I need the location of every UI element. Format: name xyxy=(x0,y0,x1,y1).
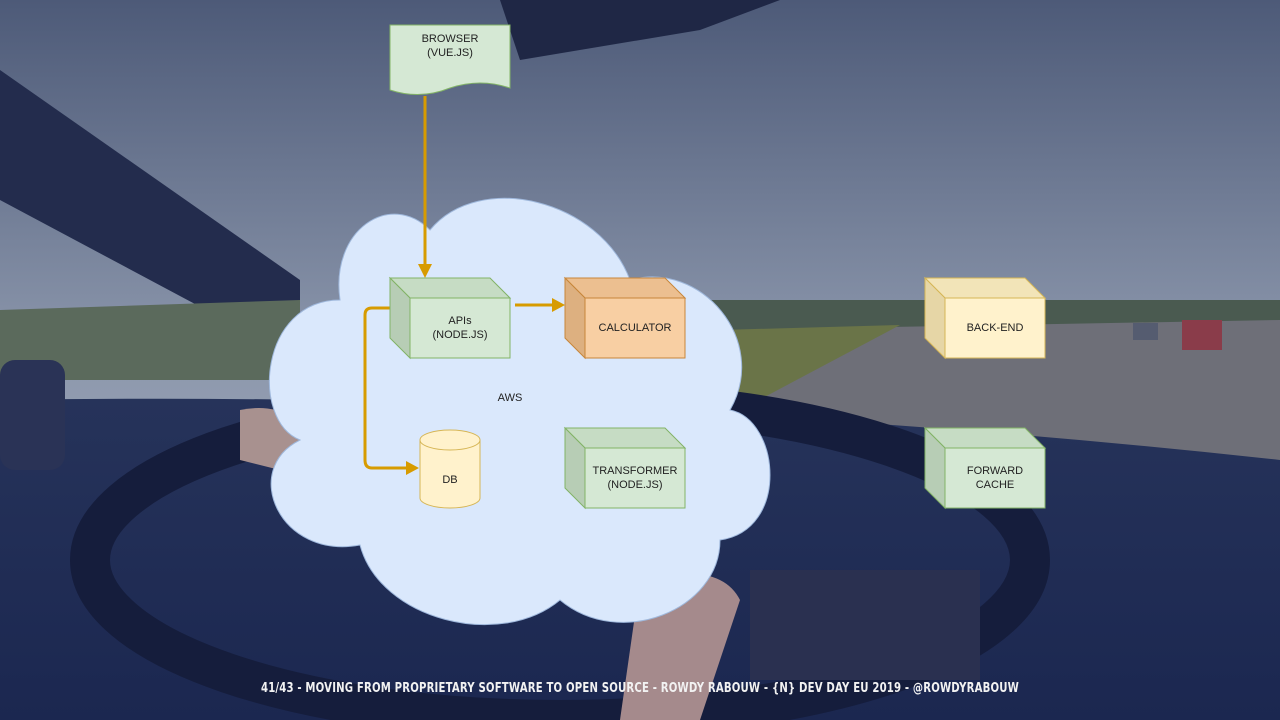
db-label: DB xyxy=(442,474,458,486)
apis-cube xyxy=(388,276,512,360)
arrow-apis-to-db xyxy=(363,306,410,470)
forward-cache-label: FORWARD CACHE xyxy=(966,465,1024,491)
transformer-cube xyxy=(563,426,687,510)
connector-arrows xyxy=(363,96,555,470)
transformer-label: TRANSFORMER (NODE.JS) xyxy=(592,465,678,491)
backend-cube xyxy=(923,276,1047,360)
browser-document-shape xyxy=(389,24,511,95)
slide-footer: 41/43 - MOVING FROM PROPRIETARY SOFTWARE… xyxy=(260,681,1020,696)
forward-cache-cube xyxy=(923,426,1047,510)
browser-label: BROWSER (VUE.JS) xyxy=(421,33,479,59)
db-cylinder xyxy=(419,429,481,509)
apis-label: APIs (NODE.JS) xyxy=(432,315,488,341)
aws-label: AWS xyxy=(497,392,523,404)
calculator-cube xyxy=(563,276,687,360)
aws-cloud xyxy=(269,197,771,626)
arrow-heads xyxy=(406,264,565,475)
calculator-label: CALCULATOR xyxy=(598,322,672,334)
backend-label: BACK-END xyxy=(966,322,1024,334)
